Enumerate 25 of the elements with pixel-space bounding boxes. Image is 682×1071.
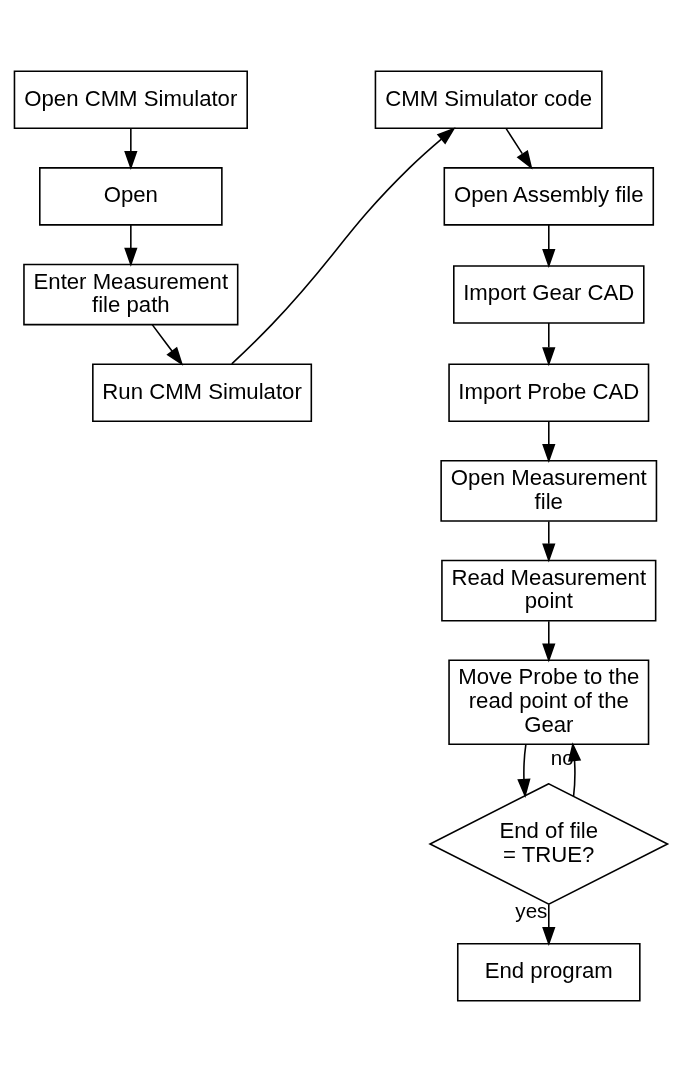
node-box: Import Probe CAD — [448, 362, 650, 422]
arrow — [542, 223, 556, 268]
arrow — [124, 127, 138, 170]
node-box: Enter Measurement file path — [23, 263, 239, 325]
arrow — [517, 743, 531, 798]
node-box: Open Assembly file — [443, 166, 655, 226]
arrow — [124, 223, 138, 267]
arrow — [542, 321, 556, 366]
node-diamond: End of file = TRUE? — [428, 782, 670, 905]
node-box: Open CMM Simulator — [13, 70, 248, 129]
arrow — [542, 520, 556, 562]
node-box: CMM Simulator code — [374, 70, 603, 129]
arrow — [542, 620, 556, 662]
node-box: Open — [39, 166, 223, 226]
node-box: Run CMM Simulator — [92, 362, 313, 422]
arrow — [505, 127, 533, 170]
node-box: Move Probe to the read point of the Gear — [448, 659, 650, 745]
arrow — [231, 126, 456, 365]
arrow — [542, 903, 556, 946]
node-box: End program — [456, 942, 641, 1001]
node-box: Open Measurement file — [440, 459, 658, 522]
arrow — [151, 323, 184, 366]
node-box: Read Measurement point — [441, 559, 657, 621]
node-box: Import Gear CAD — [453, 264, 645, 324]
arrow — [542, 419, 556, 463]
